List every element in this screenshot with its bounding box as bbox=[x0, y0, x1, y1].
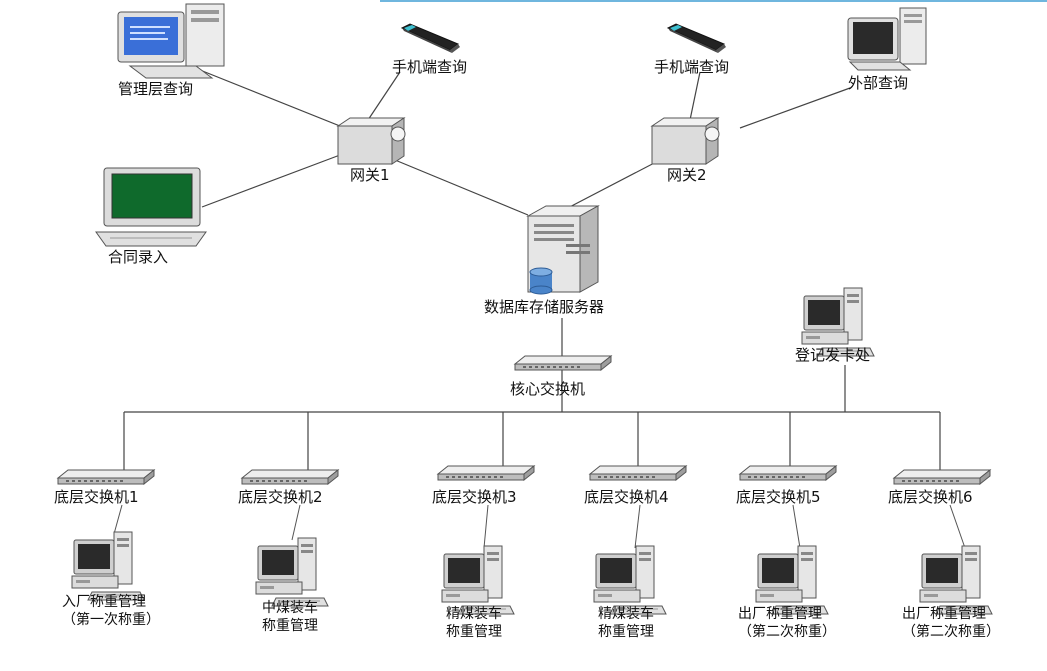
connection-lines bbox=[113, 69, 966, 549]
bottom-switch-2-label: 底层交换机2 bbox=[238, 488, 323, 506]
terminal-5-label-line1: 出厂称重管理 bbox=[738, 606, 822, 622]
gateway-2-device bbox=[651, 117, 720, 165]
terminal-1-label-line2: （第一次称重） bbox=[62, 611, 160, 628]
database-server-label: 数据库存储服务器 bbox=[484, 298, 604, 316]
core-switch-label: 核心交换机 bbox=[510, 380, 585, 398]
management-query-computer bbox=[117, 3, 225, 79]
mobile-query-left-label: 手机端查询 bbox=[392, 58, 467, 76]
bottom-switch-6-label: 底层交换机6 bbox=[888, 488, 973, 506]
terminal-3-label-line1: 精煤装车 bbox=[446, 605, 502, 622]
database-server bbox=[526, 205, 600, 295]
terminal-6-label-line2: （第二次称重） bbox=[902, 623, 1000, 640]
bottom-switch-4 bbox=[589, 465, 687, 481]
gateway-1-device bbox=[337, 117, 406, 165]
terminal-1-label-line1: 入厂称重管理 bbox=[62, 594, 146, 610]
gateway-2-label: 网关2 bbox=[667, 166, 707, 184]
bottom-switch-1 bbox=[57, 469, 155, 485]
terminal-3-label-line2: 称重管理 bbox=[446, 624, 502, 640]
terminal-2-label-line2: 称重管理 bbox=[262, 618, 318, 634]
terminal-5-label-line2: （第二次称重） bbox=[738, 623, 836, 640]
mobile-device-left bbox=[401, 23, 461, 54]
terminal-computer-2 bbox=[255, 537, 329, 607]
management-query-label: 管理层查询 bbox=[118, 80, 193, 98]
core-switch-device bbox=[514, 355, 612, 371]
gateway-1-label: 网关1 bbox=[350, 166, 390, 184]
bottom-switch-3-label: 底层交换机3 bbox=[432, 488, 517, 506]
bottom-switch-2 bbox=[241, 469, 339, 485]
mobile-device-right bbox=[667, 23, 727, 54]
terminal-computer-1 bbox=[71, 531, 145, 601]
bottom-switch-6 bbox=[893, 469, 991, 485]
database-icon bbox=[529, 267, 553, 295]
external-query-computer bbox=[847, 7, 927, 71]
mobile-query-right-label: 手机端查询 bbox=[654, 58, 729, 76]
bottom-switch-5-label: 底层交换机5 bbox=[736, 488, 821, 506]
terminal-computer-5 bbox=[755, 545, 829, 615]
terminal-4-label-line2: 称重管理 bbox=[598, 624, 654, 640]
terminal-computer-3 bbox=[441, 545, 515, 615]
registration-label: 登记发卡处 bbox=[795, 346, 870, 364]
bottom-switch-4-label: 底层交换机4 bbox=[584, 488, 669, 506]
terminal-6-label-line1: 出厂称重管理 bbox=[902, 606, 986, 622]
terminal-2-label-line1: 中煤装车 bbox=[262, 599, 318, 616]
external-query-label: 外部查询 bbox=[848, 74, 908, 92]
bottom-switch-1-label: 底层交换机1 bbox=[54, 488, 139, 506]
bottom-switch-3 bbox=[437, 465, 535, 481]
contract-entry-computer bbox=[95, 167, 207, 247]
contract-entry-label: 合同录入 bbox=[108, 248, 168, 266]
terminal-computer-6 bbox=[919, 545, 993, 615]
terminal-computer-4 bbox=[593, 545, 667, 615]
bottom-switch-5 bbox=[739, 465, 837, 481]
terminal-4-label-line1: 精煤装车 bbox=[598, 605, 654, 622]
